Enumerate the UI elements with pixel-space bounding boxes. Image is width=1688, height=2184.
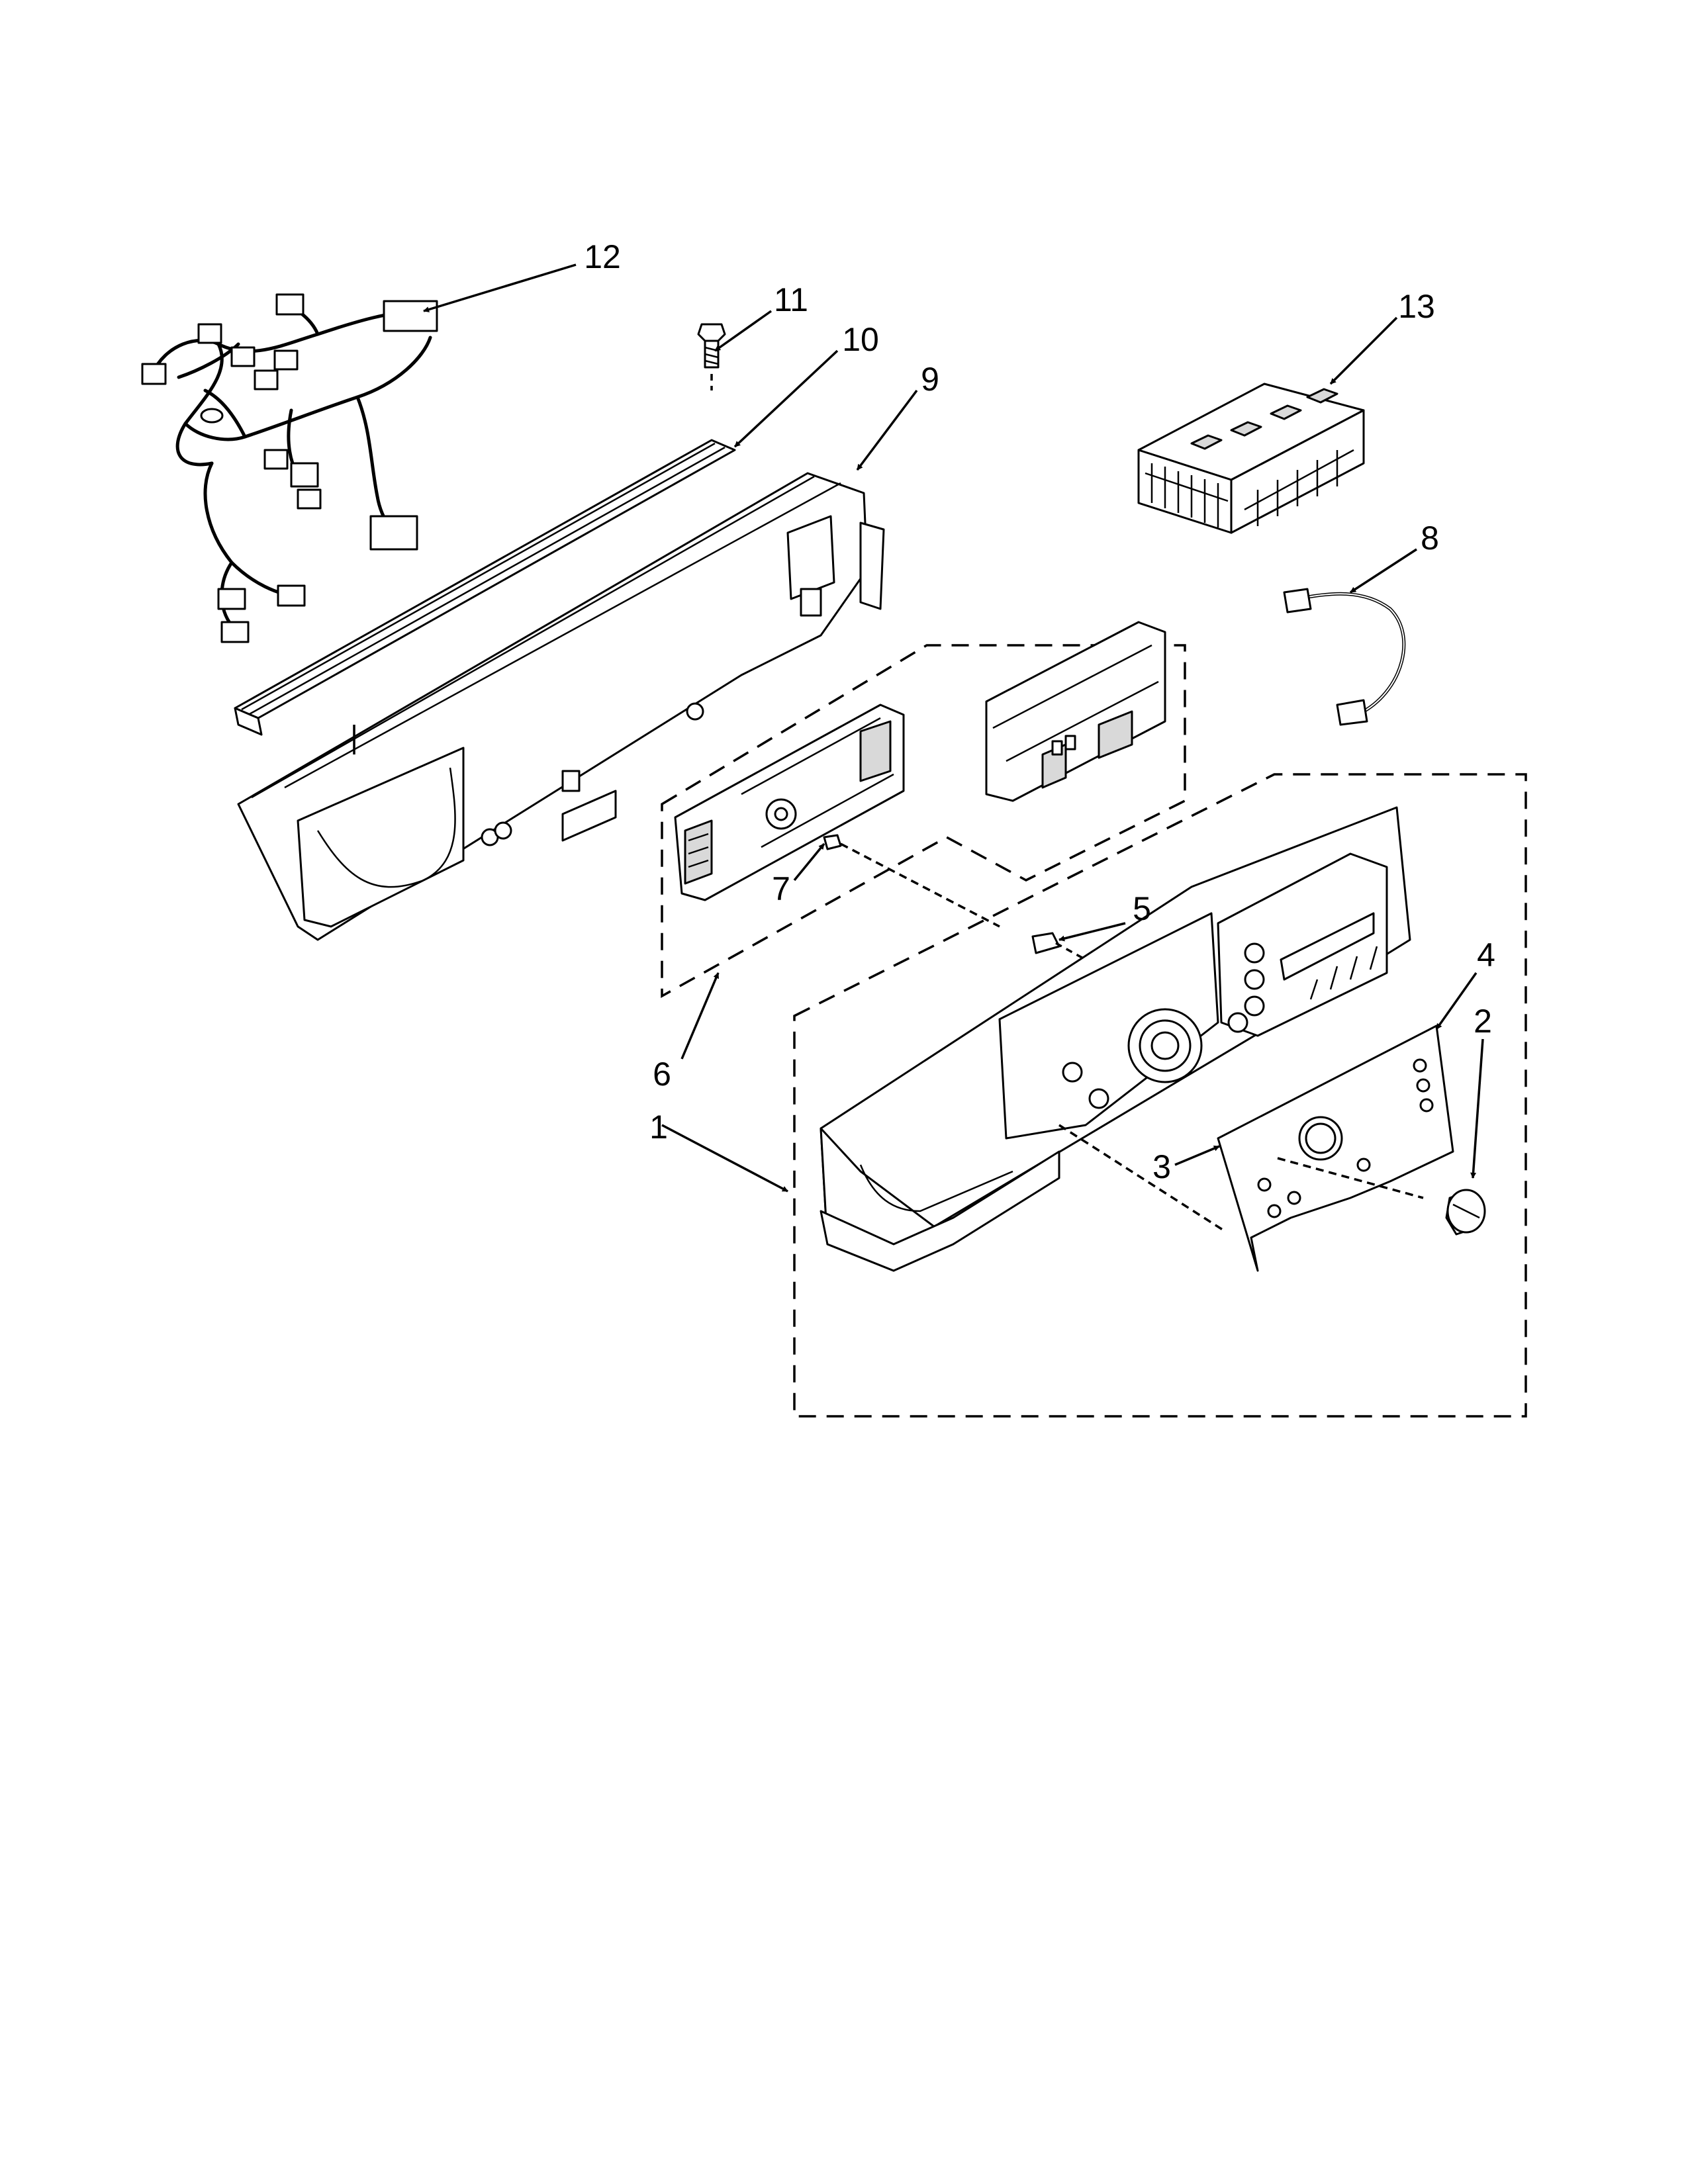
callout-4: 4 (1477, 936, 1495, 974)
control-board-group (661, 621, 1186, 998)
callout-5: 5 (1133, 890, 1151, 927)
callout-3: 3 (1152, 1148, 1171, 1185)
console-rail (234, 439, 736, 736)
callout-6: 6 (653, 1056, 671, 1093)
callout-7: 7 (772, 870, 790, 907)
callout-11: 11 (774, 281, 808, 318)
callout-10: 10 (842, 321, 879, 358)
callout-labels: 1 2 3 4 5 6 7 8 9 10 11 12 13 (584, 238, 1495, 1185)
console-group (793, 773, 1527, 1418)
callout-13: 13 (1398, 288, 1435, 325)
callout-12: 12 (584, 238, 621, 275)
callout-2: 2 (1474, 1003, 1492, 1040)
screw-11 (697, 323, 726, 390)
console-bracket (237, 472, 885, 941)
jumper-wire (1283, 588, 1406, 726)
callout-1: 1 (649, 1109, 668, 1146)
user-interface-board (1137, 383, 1365, 534)
callout-8: 8 (1421, 520, 1439, 557)
callout-9: 9 (921, 361, 939, 398)
wire-harness (141, 293, 438, 643)
leader-lines (423, 263, 1484, 1193)
